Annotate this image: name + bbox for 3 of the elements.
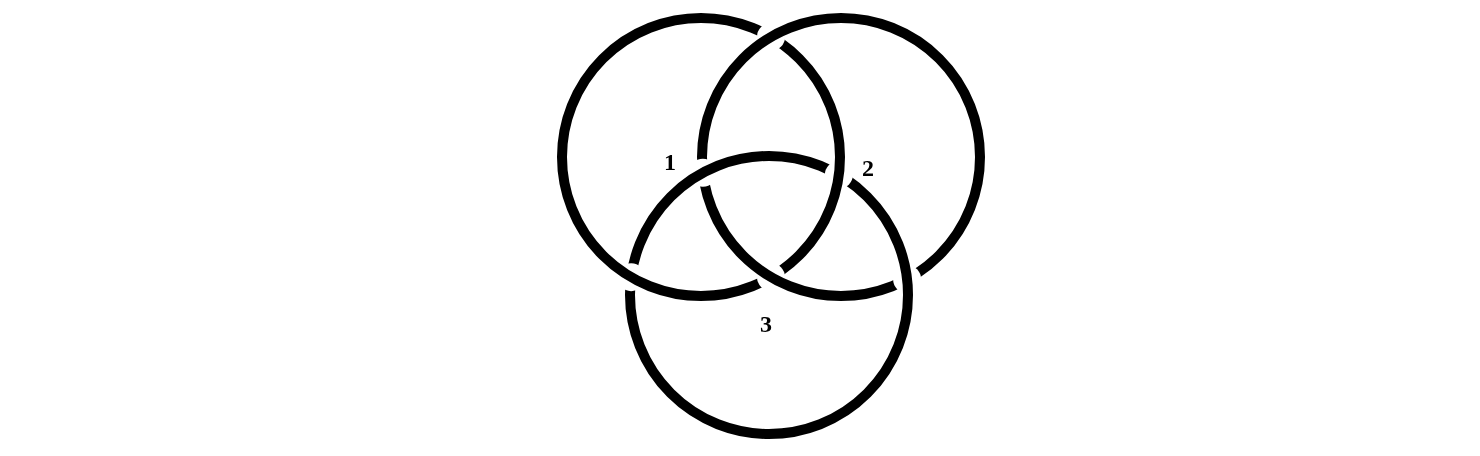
callout-number: 1 xyxy=(664,150,676,174)
callout-number: 3 xyxy=(760,312,772,336)
callout-number: 2 xyxy=(862,156,874,180)
